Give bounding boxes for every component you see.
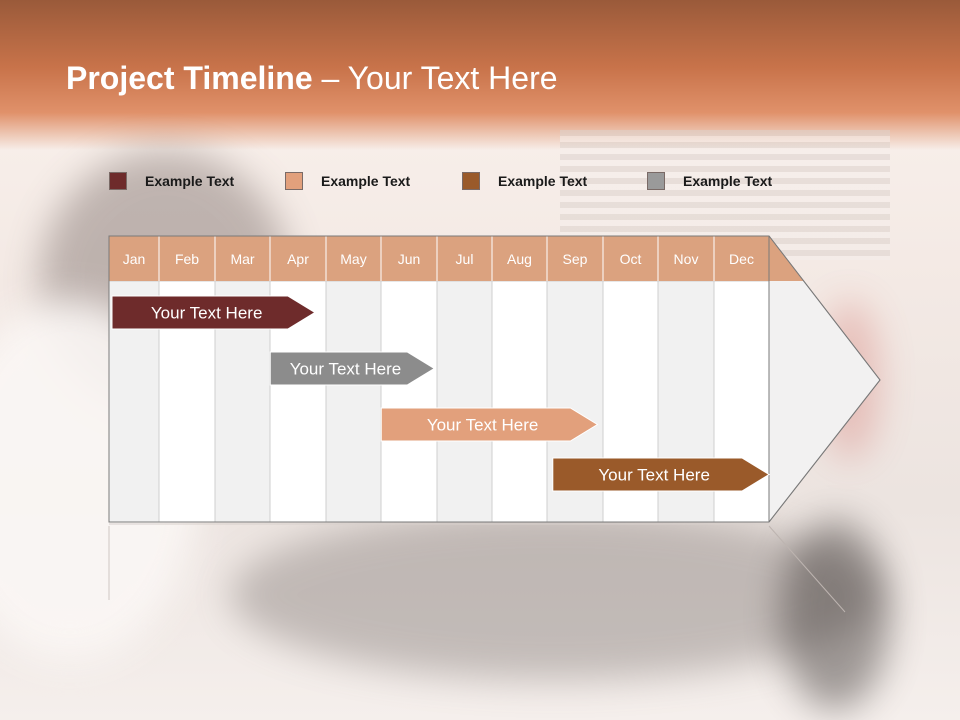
task-bar (269, 351, 436, 386)
reflection-edge-diagonal (768, 525, 846, 613)
title-bold: Project Timeline (66, 60, 313, 96)
task-bar (111, 295, 316, 330)
legend-label: Example Text (321, 173, 411, 189)
legend-label: Example Text (498, 173, 588, 189)
month-header-strip (109, 236, 804, 281)
month-label: Dec (729, 251, 754, 267)
legend-swatch (285, 172, 303, 190)
task-bar (552, 457, 770, 492)
legend-item-1: Example Text (109, 171, 234, 191)
month-label: Nov (674, 251, 699, 267)
month-column (325, 280, 382, 523)
month-label: May (340, 251, 366, 267)
month-column (436, 280, 493, 523)
legend-item-4: Example Text (647, 171, 772, 191)
task-bar (380, 407, 599, 442)
month-column (380, 280, 438, 523)
legend-item-3: Example Text (462, 171, 587, 191)
month-label: Aug (507, 251, 532, 267)
title-rest: – Your Text Here (312, 60, 558, 96)
task-bar-label: Your Text Here (151, 304, 263, 323)
month-label: Jan (123, 251, 146, 267)
month-label: Apr (287, 251, 309, 267)
task-bar-label: Your Text Here (598, 466, 710, 485)
arm-shape (780, 520, 890, 710)
task-bar-label: Your Text Here (427, 416, 539, 435)
timeline-arrow-outline (108, 235, 881, 523)
header-band (0, 0, 960, 150)
slide-title: Project Timeline – Your Text Here (66, 60, 558, 97)
body-shape (230, 510, 880, 680)
legend-swatch (647, 172, 665, 190)
month-label: Sep (563, 251, 588, 267)
month-label: Jul (456, 251, 474, 267)
legend-item-2: Example Text (285, 171, 410, 191)
month-column (491, 280, 548, 523)
legend-swatch (109, 172, 127, 190)
month-label: Oct (620, 251, 642, 267)
legend-label: Example Text (145, 173, 235, 189)
legend-label: Example Text (683, 173, 773, 189)
task-bar-label: Your Text Here (290, 360, 402, 379)
legend-swatch (462, 172, 480, 190)
month-label: Feb (175, 251, 199, 267)
month-label: Mar (230, 251, 254, 267)
month-label: Jun (398, 251, 421, 267)
